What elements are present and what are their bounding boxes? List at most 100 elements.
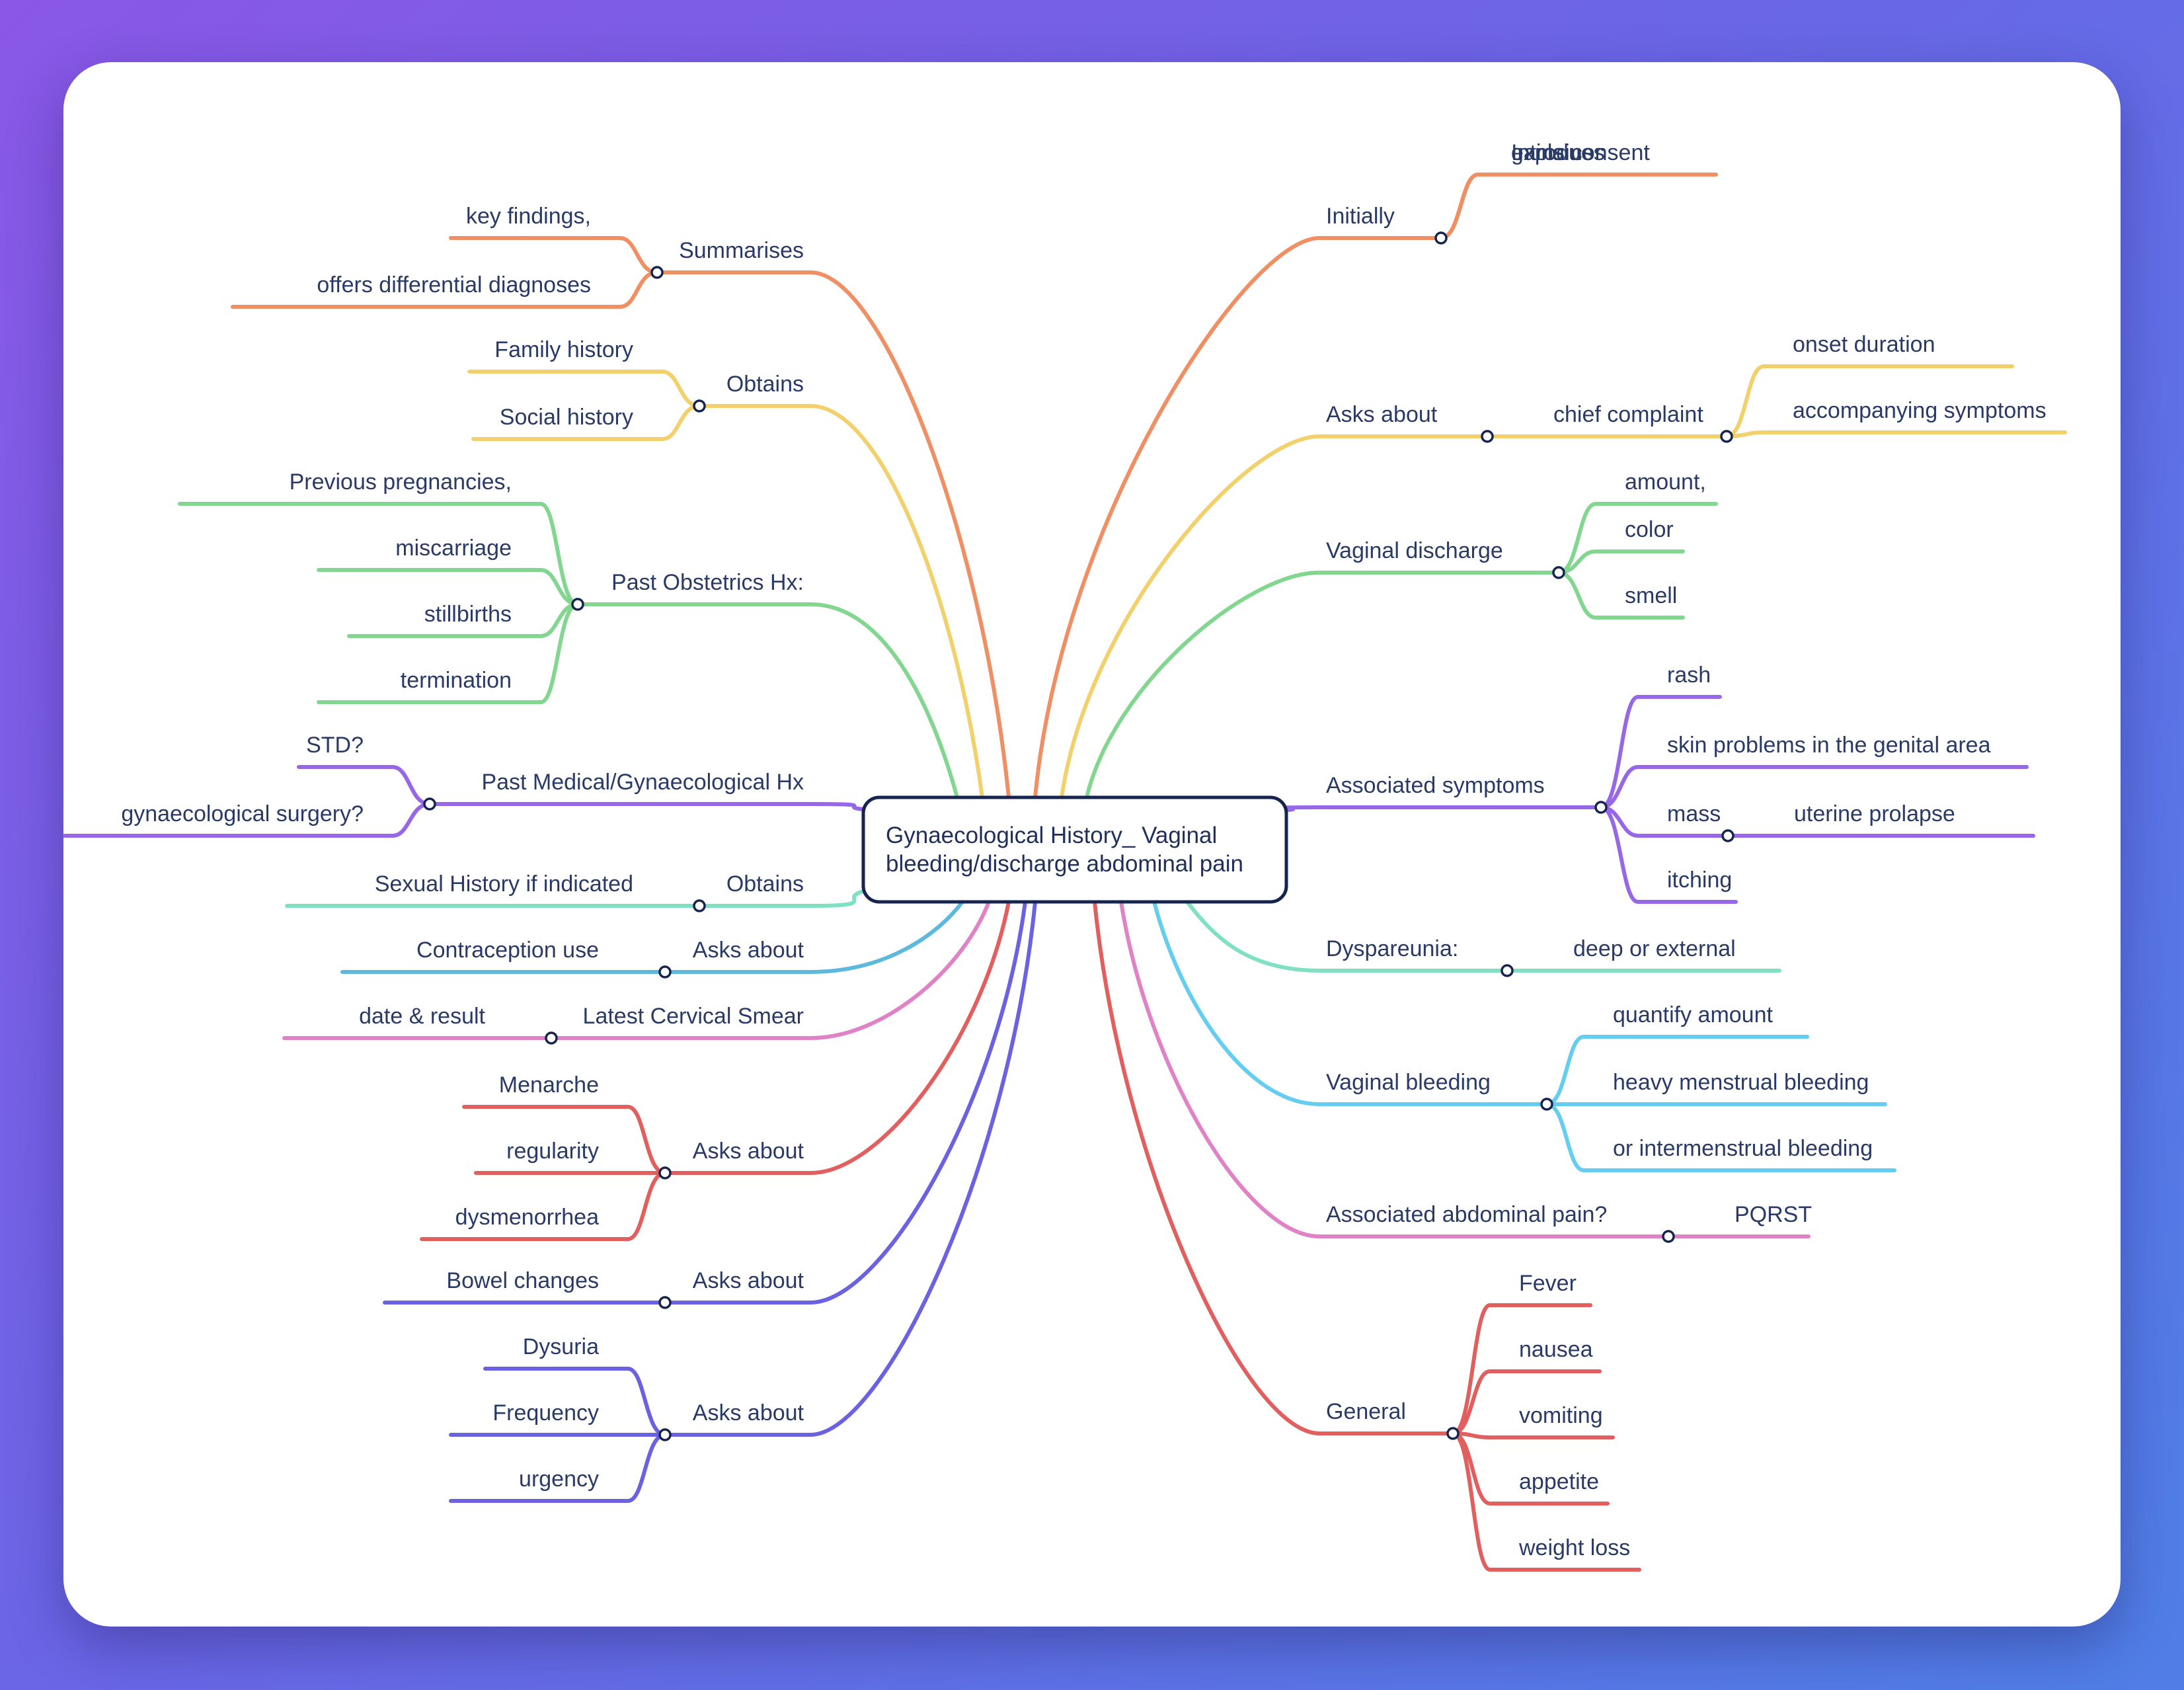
- branch-node-label[interactable]: Dyspareunia:: [1326, 936, 1458, 961]
- child-node-label[interactable]: weight loss: [1518, 1535, 1630, 1560]
- child-connector: [231, 270, 659, 309]
- child-node-label[interactable]: Family history: [494, 337, 633, 362]
- child-node-label[interactable]: date & result: [359, 1004, 485, 1029]
- branch-node-label[interactable]: Asks about: [693, 1139, 804, 1164]
- collapse-knob[interactable]: [650, 266, 664, 279]
- child-connector: [1557, 571, 1685, 620]
- branch-node-label[interactable]: Associated symptoms: [1326, 773, 1545, 798]
- child-node-label[interactable]: explains: [1511, 140, 1594, 165]
- branch-node-label[interactable]: Obtains: [726, 871, 804, 897]
- collapse-knob[interactable]: [1720, 430, 1733, 443]
- branch-node-label[interactable]: Asks about: [1326, 402, 1438, 427]
- child-node-label[interactable]: quantify amount: [1613, 1002, 1773, 1027]
- child-node-label[interactable]: Social history: [500, 405, 633, 430]
- child-node-label[interactable]: Contraception use: [416, 938, 599, 963]
- child-node-label[interactable]: urgency: [519, 1467, 599, 1492]
- child-node-label[interactable]: offers differential diagnoses: [317, 272, 591, 298]
- branch-node-label[interactable]: Vaginal bleeding: [1326, 1070, 1491, 1095]
- branch-node-label[interactable]: Latest Cervical Smear: [583, 1004, 804, 1029]
- branch-node-label[interactable]: Summarises: [679, 238, 804, 263]
- collapse-knob[interactable]: [1446, 1427, 1460, 1440]
- child-node-label[interactable]: stillbirths: [424, 602, 512, 627]
- collapse-knob[interactable]: [693, 399, 706, 413]
- branch-node-label[interactable]: Past Obstetrics Hx:: [611, 570, 804, 595]
- collapse-knob[interactable]: [571, 598, 584, 611]
- branch-node-label[interactable]: Past Medical/Gynaecological Hx: [481, 770, 804, 795]
- child-node-label[interactable]: STD?: [306, 733, 364, 758]
- child-node-label[interactable]: regularity: [506, 1139, 599, 1164]
- collapse-knob[interactable]: [1540, 1098, 1553, 1111]
- child-node-label[interactable]: nausea: [1519, 1337, 1593, 1362]
- collapse-knob[interactable]: [658, 1428, 672, 1441]
- child-node-label[interactable]: rash: [1667, 663, 1711, 688]
- child-node-label[interactable]: skin problems in the genital area: [1667, 733, 1991, 758]
- collapse-knob[interactable]: [658, 1296, 672, 1309]
- child-node-label[interactable]: or intermenstrual bleeding: [1613, 1136, 1873, 1161]
- child-node-label[interactable]: dysmenorrhea: [455, 1205, 599, 1230]
- child-node-label[interactable]: chief complaint: [1553, 402, 1703, 427]
- child-connector: [420, 1171, 667, 1241]
- child-node-label[interactable]: appetite: [1519, 1469, 1599, 1494]
- child-node-label[interactable]: onset duration: [1793, 332, 1935, 357]
- child-connector: [1599, 695, 1722, 809]
- branch-node-label[interactable]: Asks about: [693, 1400, 804, 1426]
- collapse-knob[interactable]: [1662, 1230, 1675, 1243]
- collapse-knob[interactable]: [1434, 231, 1448, 245]
- child-connector: [1451, 1303, 1592, 1435]
- child-node-label[interactable]: gynaecological surgery?: [121, 801, 364, 826]
- child-connector: [1451, 1431, 1615, 1439]
- collapse-knob[interactable]: [423, 797, 436, 811]
- collapse-knob[interactable]: [1594, 801, 1608, 814]
- collapse-knob[interactable]: [658, 1166, 672, 1180]
- child-node-label[interactable]: Dysuria: [523, 1334, 599, 1359]
- child-node-label[interactable]: color: [1625, 517, 1674, 542]
- collapse-knob[interactable]: [1481, 430, 1494, 443]
- branch-connector: [549, 900, 991, 1040]
- branch-node-label[interactable]: Asks about: [693, 1268, 804, 1293]
- collapse-knob[interactable]: [1721, 829, 1735, 842]
- child-node-label[interactable]: Menarche: [499, 1072, 599, 1098]
- child-node-label[interactable]: gains consent: [1511, 140, 1650, 165]
- collapse-knob[interactable]: [693, 899, 706, 912]
- child-connector: [1439, 173, 1678, 240]
- root-node-box[interactable]: [861, 795, 1288, 904]
- branch-node-label[interactable]: Obtains: [726, 372, 804, 397]
- collapse-knob[interactable]: [545, 1031, 558, 1045]
- branch-connector: [576, 602, 959, 799]
- child-node-label[interactable]: miscarriage: [395, 536, 512, 561]
- collapse-knob[interactable]: [658, 965, 672, 979]
- child-node-label[interactable]: Frequency: [492, 1400, 599, 1426]
- child-node-label[interactable]: itching: [1667, 867, 1732, 893]
- child-node-label[interactable]: key findings,: [466, 204, 591, 229]
- collapse-knob[interactable]: [1552, 566, 1565, 579]
- child-node-label[interactable]: accompanying symptoms: [1793, 398, 2047, 423]
- branch-node-label[interactable]: Vaginal discharge: [1326, 538, 1503, 563]
- child-node-label[interactable]: Previous pregnancies,: [290, 469, 512, 495]
- branch-connector: [1185, 900, 1509, 973]
- child-node-label[interactable]: heavy menstrual bleeding: [1613, 1070, 1869, 1095]
- branch-connector: [1152, 900, 1549, 1106]
- child-node-label[interactable]: deep or external: [1573, 936, 1736, 961]
- child-connector: [462, 1105, 667, 1175]
- branch-node-label[interactable]: Associated abdominal pain?: [1326, 1202, 1607, 1227]
- child-node-label[interactable]: Sexual History if indicated: [375, 871, 633, 897]
- branch-connector: [1119, 900, 1670, 1238]
- branch-node-label[interactable]: Initially: [1326, 204, 1395, 229]
- root-node[interactable]: Gynaecological History_ Vaginal bleeding…: [861, 795, 1288, 904]
- child-node-label[interactable]: mass: [1667, 801, 1721, 826]
- child-node-label[interactable]: termination: [401, 668, 512, 693]
- child-node-label[interactable]: vomiting: [1519, 1403, 1603, 1428]
- branch-node-label[interactable]: Asks about: [693, 938, 804, 963]
- branch-node-label[interactable]: General: [1326, 1399, 1406, 1424]
- child-connector: [1557, 549, 1685, 575]
- branch-connector: [663, 900, 1011, 1175]
- child-node-label[interactable]: Introdues: [1511, 140, 1605, 165]
- child-node-label[interactable]: uterine prolapse: [1794, 801, 1955, 826]
- child-node-label[interactable]: Fever: [1519, 1271, 1577, 1296]
- child-node-label[interactable]: smell: [1625, 583, 1677, 608]
- child-node-label[interactable]: Bowel changes: [446, 1268, 599, 1293]
- child-node-label[interactable]: PQRST: [1735, 1202, 1812, 1227]
- collapse-knob[interactable]: [1501, 964, 1514, 977]
- child-node-label[interactable]: amount,: [1625, 469, 1706, 495]
